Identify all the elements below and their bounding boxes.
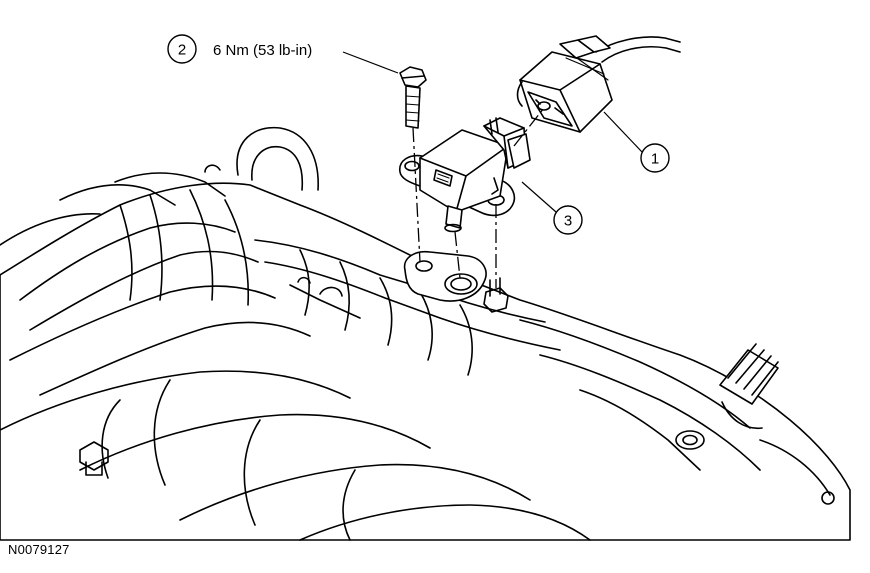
electrical-connector [516,35,681,133]
callout-2-number: 2 [178,42,186,59]
map-sensor [399,117,531,233]
intake-manifold [0,126,851,541]
figure-id: N0079127 [8,542,70,557]
alignment-lines [412,107,545,288]
callout-3-number: 3 [564,213,572,230]
callout-2-torque: 6 Nm (53 lb-in) [213,42,312,59]
callout-2: 2 6 Nm (53 lb-in) [167,34,399,74]
callout-3: 3 [521,181,583,235]
mounting-bolt [399,66,427,129]
callout-1-number: 1 [651,151,659,168]
callout-1: 1 [603,111,670,173]
